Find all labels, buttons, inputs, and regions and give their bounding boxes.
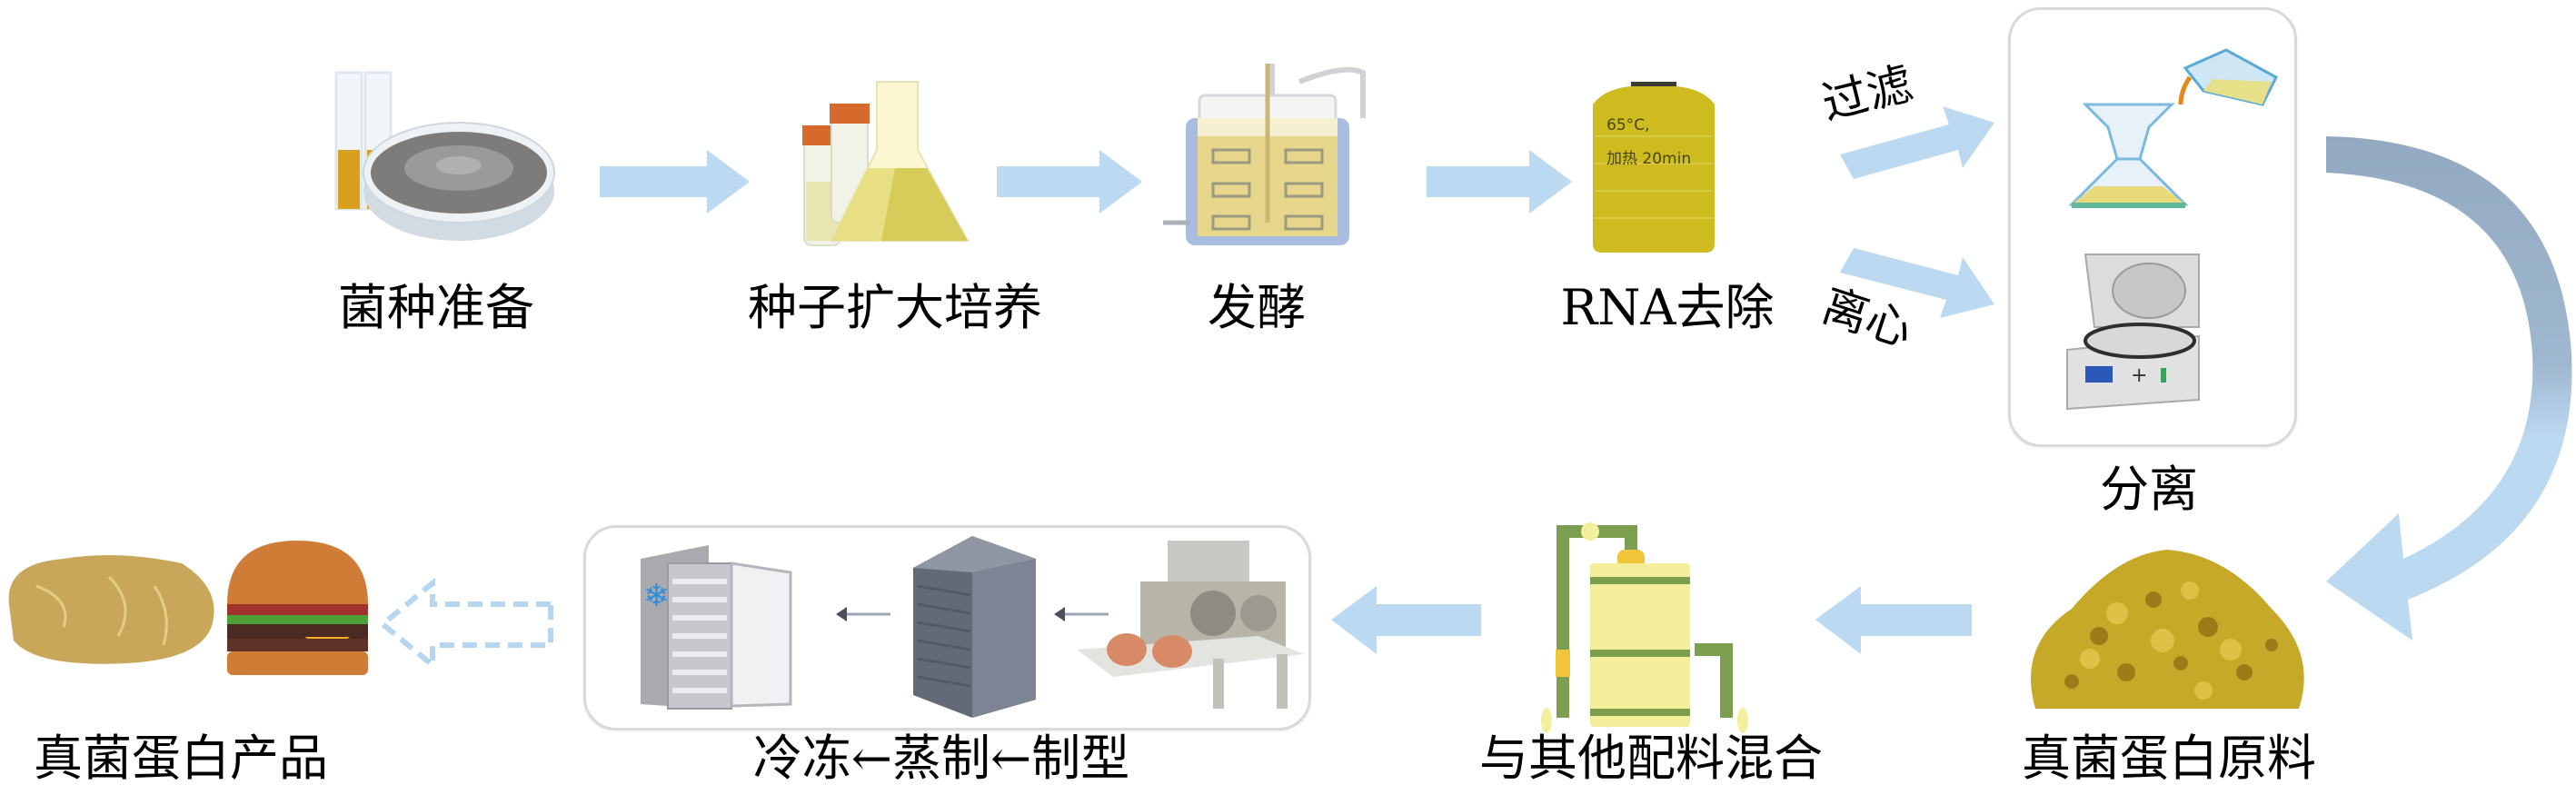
small-arrow-left-2 <box>1054 607 1109 621</box>
step-label-separation: 分离 <box>2100 461 2198 518</box>
flow-arrow-right-2 <box>997 150 1142 214</box>
svg-text:+: + <box>2131 364 2147 387</box>
flow-arrow-right-1 <box>600 150 750 214</box>
steamer-cabinet-icon <box>913 536 1036 718</box>
curved-flow-arrow <box>2326 136 2572 641</box>
step-label-raw-material: 真菌蛋白原料 <box>2022 730 2316 787</box>
step-label-seed-culture: 种子扩大培养 <box>748 279 1042 336</box>
svg-text:❄: ❄ <box>643 578 670 614</box>
forming-machine-icon <box>1077 541 1304 709</box>
tank-time-text: 加热 20min <box>1606 150 1692 168</box>
flow-arrow-left-1 <box>1815 586 1972 654</box>
small-arrow-left-1 <box>836 607 890 621</box>
freezer-icon: ❄ <box>641 545 792 710</box>
tank-temp-text: 65°C, <box>1606 116 1650 134</box>
flow-arrow-right-3 <box>1427 150 1572 214</box>
mycoprotein-pile-icon <box>2031 550 2304 709</box>
flow-arrow-left-2 <box>1331 586 1481 654</box>
mycoprotein-patty-icon <box>8 555 214 664</box>
flow-arrow-centrifuge <box>1840 248 1994 318</box>
step-label-product: 真菌蛋白产品 <box>34 730 328 787</box>
step-label-mixing: 与其他配料混合 <box>1479 730 1823 787</box>
step-label-rna-removal: RNA去除 <box>1560 279 1775 336</box>
centrifuge-icon: + <box>2066 253 2200 411</box>
petri-dish-icon <box>334 71 555 241</box>
mixing-vessel-icon <box>1541 522 1748 733</box>
step-label-strain-prep: 菌种准备 <box>338 279 534 336</box>
flow-arrow-filter <box>1840 106 1994 179</box>
step-label-processing: 冷冻←蒸制←制型 <box>752 730 1130 787</box>
heating-tank-icon <box>1593 82 1715 253</box>
flask-icon <box>802 81 970 246</box>
burger-icon <box>227 541 368 675</box>
dashed-arrow-left <box>378 577 553 671</box>
step-label-fermentation: 发酵 <box>1208 279 1306 336</box>
fermenter-icon <box>1163 64 1366 245</box>
filter-funnel-icon <box>2068 48 2278 208</box>
